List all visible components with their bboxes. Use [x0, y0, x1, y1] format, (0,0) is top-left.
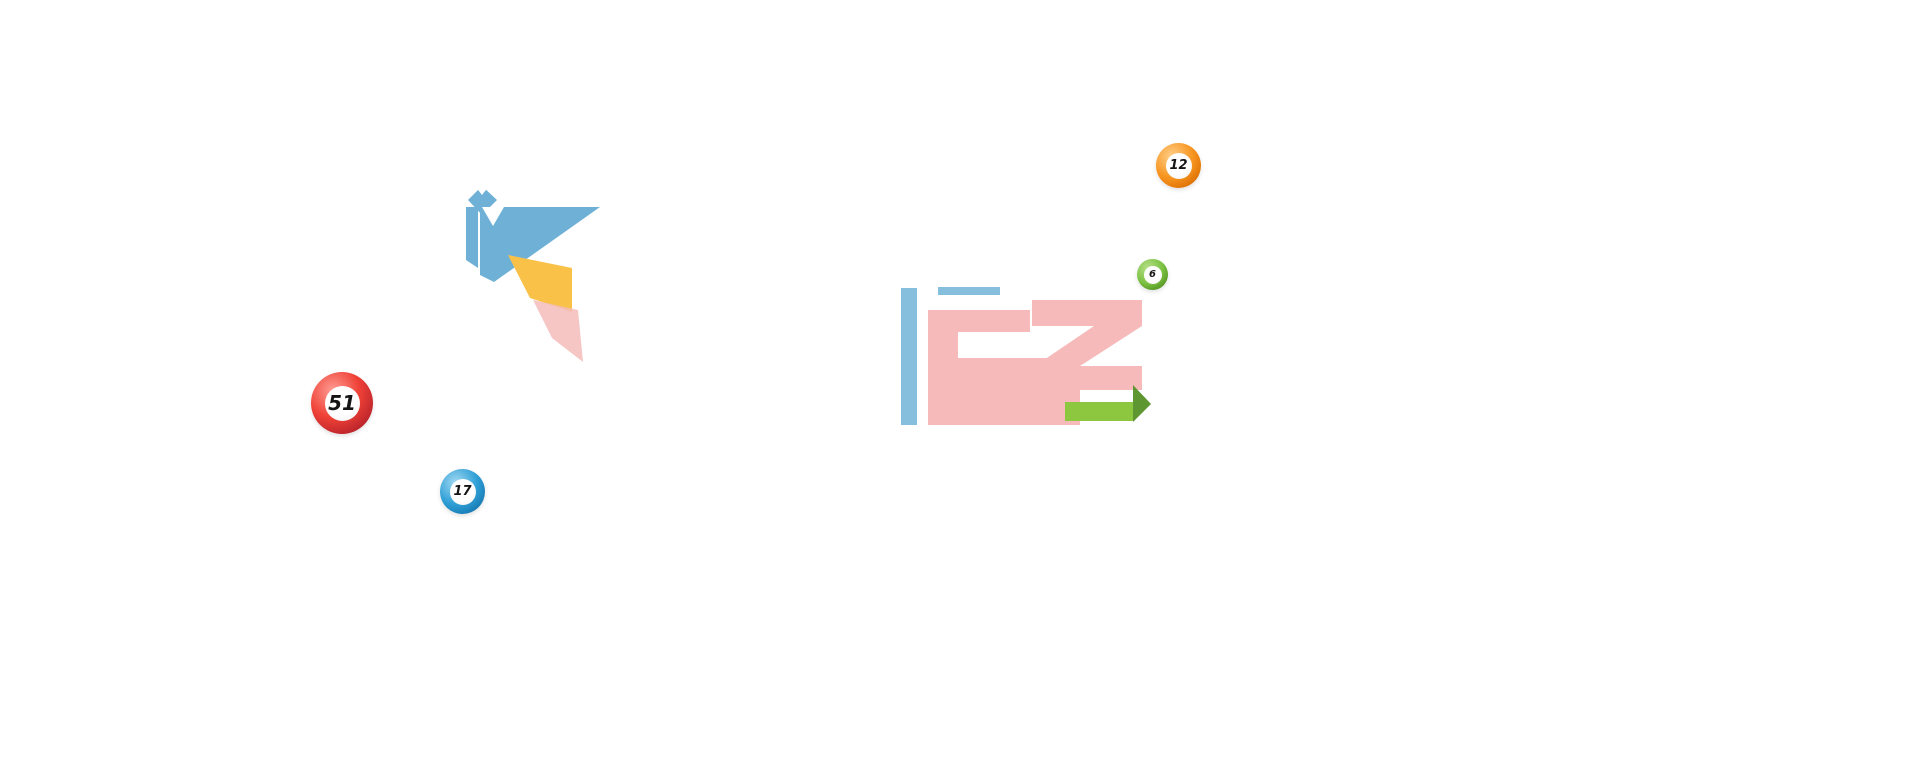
- bingo-ball-6: 6: [1137, 259, 1168, 290]
- pencil-body: [1065, 402, 1133, 421]
- bird-crown-shape: [468, 186, 497, 215]
- pencil-tip: [1133, 385, 1151, 422]
- bird-tail-pink: [533, 300, 583, 362]
- letters-pink-bottom-block: [928, 358, 1080, 425]
- bird-tail-yellow: [508, 255, 572, 312]
- letters-pink-left-spine: [928, 310, 958, 425]
- letters-pink-top-band: [930, 310, 1030, 332]
- origami-bird-illustration: [466, 186, 600, 362]
- bird-body-bar: [466, 207, 478, 268]
- bird-wing-shape: [480, 207, 600, 282]
- bird-wing-notch: [482, 207, 504, 226]
- letters-pink-two: [1032, 300, 1142, 390]
- bingo-ball-number: 51: [324, 385, 360, 421]
- bingo-ball-number: 6: [1143, 265, 1162, 284]
- abstract-letter-shapes: [901, 287, 1151, 425]
- letters-blue-tick: [938, 287, 1000, 295]
- bingo-ball-51: 51: [311, 372, 373, 434]
- bird-crown-notch: [475, 186, 489, 195]
- bingo-ball-12: 12: [1156, 143, 1201, 188]
- bingo-ball-number: 12: [1165, 152, 1192, 179]
- bingo-ball-17: 17: [440, 469, 485, 514]
- letters-blue-bar: [901, 288, 917, 425]
- bingo-ball-number: 17: [449, 478, 476, 505]
